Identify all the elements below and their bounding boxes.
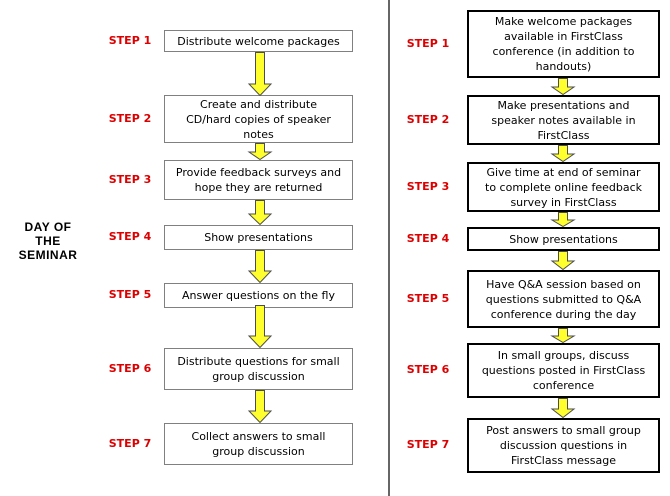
down-arrow-icon: [550, 328, 576, 343]
down-arrow-icon: [550, 212, 576, 227]
left-step-5-label: STEP 5: [108, 288, 152, 301]
right-step-1-label: STEP 1: [406, 37, 450, 50]
left-step-3-box: Provide feedback surveys and hope they a…: [164, 160, 353, 200]
down-arrow-icon: [247, 305, 273, 348]
left-step-2-box: Create and distribute CD/hard copies of …: [164, 95, 353, 143]
day-of-seminar-label: DAY OF THE SEMINAR: [18, 220, 78, 262]
down-arrow-icon: [247, 390, 273, 423]
left-step-2-label: STEP 2: [108, 112, 152, 125]
right-step-5-box: Have Q&A session based on questions subm…: [467, 270, 660, 328]
left-step-4-label: STEP 4: [108, 230, 152, 243]
left-step-4-box: Show presentations: [164, 225, 353, 250]
column-divider: [388, 0, 390, 496]
right-step-2-label: STEP 2: [406, 113, 450, 126]
down-arrow-icon: [247, 200, 273, 225]
right-step-3-box: Give time at end of seminar to complete …: [467, 162, 660, 212]
left-step-7-label: STEP 7: [108, 437, 152, 450]
down-arrow-icon: [550, 398, 576, 418]
left-step-1-box: Distribute welcome packages: [164, 30, 353, 52]
right-step-4-box: Show presentations: [467, 227, 660, 251]
right-step-2-box: Make presentations and speaker notes ava…: [467, 95, 660, 145]
right-step-6-box: In small groups, discuss questions poste…: [467, 343, 660, 398]
down-arrow-icon: [550, 145, 576, 162]
right-step-6-label: STEP 6: [406, 363, 450, 376]
left-step-6-label: STEP 6: [108, 362, 152, 375]
down-arrow-icon: [247, 52, 273, 96]
down-arrow-icon: [247, 250, 273, 283]
left-step-6-box: Distribute questions for small group dis…: [164, 348, 353, 390]
right-step-1-box: Make welcome packages available in First…: [467, 10, 660, 78]
right-step-3-label: STEP 3: [406, 180, 450, 193]
down-arrow-icon: [550, 78, 576, 95]
down-arrow-icon: [247, 143, 273, 160]
left-step-3-label: STEP 3: [108, 173, 152, 186]
right-step-5-label: STEP 5: [406, 292, 450, 305]
down-arrow-icon: [550, 251, 576, 270]
right-step-4-label: STEP 4: [406, 232, 450, 245]
left-step-5-box: Answer questions on the fly: [164, 283, 353, 308]
right-step-7-label: STEP 7: [406, 438, 450, 451]
left-step-1-label: STEP 1: [108, 34, 152, 47]
left-step-7-box: Collect answers to small group discussio…: [164, 423, 353, 465]
right-step-7-box: Post answers to small group discussion q…: [467, 418, 660, 473]
